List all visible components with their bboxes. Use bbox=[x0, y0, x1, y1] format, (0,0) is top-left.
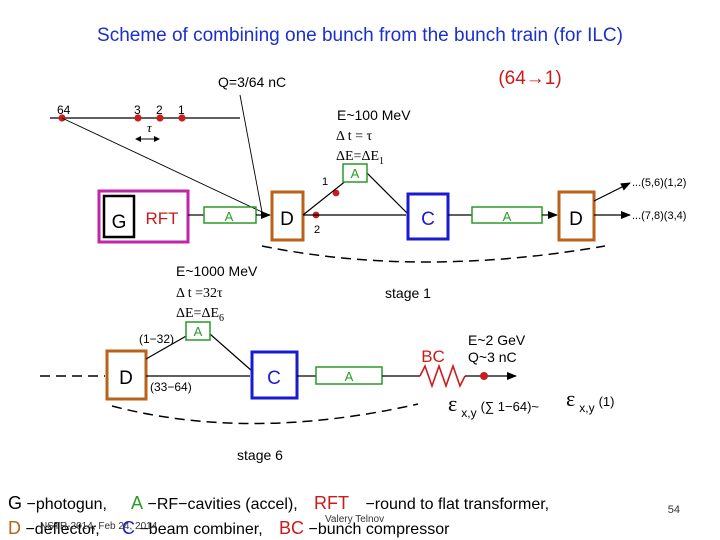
emittance-sum-arg: (∑ 1−64)~ bbox=[481, 399, 540, 414]
stage1-energy: E~100 MeV bbox=[337, 107, 411, 123]
slide-title: Scheme of combining one bunch from the b… bbox=[97, 25, 623, 46]
combiner-label-6: C bbox=[267, 368, 281, 389]
emittance-sum-sub: x,y bbox=[461, 406, 476, 420]
stage6-bottom-range: (33−64) bbox=[150, 380, 192, 394]
photogun-rft-box bbox=[97, 189, 190, 244]
deflector-label-1: D bbox=[280, 209, 294, 230]
bunch-label-1: 1 bbox=[178, 103, 185, 117]
stage-1: G RFT A D 1 2 A E~100 MeV Δ t = τ ΔE=ΔE1… bbox=[97, 107, 686, 301]
bunch-3 bbox=[134, 114, 142, 122]
stage6-delta-e-sub: 6 bbox=[219, 313, 224, 324]
deflector-label-2: D bbox=[569, 209, 583, 230]
deflector-box-3 bbox=[105, 349, 148, 401]
footer-page-number: 54 bbox=[668, 504, 680, 516]
stage1-delta-t: Δ t = τ bbox=[336, 129, 373, 144]
legend-rft: RFT −round to flat transformer, bbox=[314, 493, 549, 513]
emittance-sum: ε x,y (∑ 1−64)~ bbox=[448, 391, 539, 421]
legend-bc: BC −bunch compressor bbox=[279, 518, 450, 538]
bunch-charge: Q=3/64 nC bbox=[218, 74, 286, 90]
final-bunch bbox=[480, 372, 488, 380]
legend-g-text: −photogun, bbox=[26, 496, 107, 513]
accel-label-2: A bbox=[503, 209, 512, 224]
emittance-single-symbol: ε bbox=[566, 386, 575, 411]
accel-box-upper bbox=[342, 163, 368, 183]
legend-rft-key: RFT bbox=[314, 493, 349, 513]
combiner-box-6 bbox=[250, 350, 299, 400]
combining-ratio: (64→1) bbox=[498, 68, 561, 89]
legend-rft-text: −round to flat transformer, bbox=[365, 496, 549, 513]
stage6-top-range: (1−32) bbox=[139, 332, 174, 346]
accel-label-1: A bbox=[225, 209, 234, 224]
legend-a-text: −RF−cavities (accel), bbox=[147, 496, 297, 513]
bunch-2 bbox=[156, 114, 164, 122]
path-1-bunch bbox=[332, 189, 340, 197]
emittance-sum-symbol: ε bbox=[448, 391, 457, 416]
bunch-label-64: 64 bbox=[57, 103, 71, 117]
stage6-delta-t: Δ t =32τ bbox=[176, 286, 223, 301]
accel-label-stage6-upper: A bbox=[194, 324, 203, 339]
combiner-box-1 bbox=[406, 192, 450, 241]
stage-6: E~1000 MeV Δ t =32τ ΔE=ΔE6 (1−32) (33−64… bbox=[40, 263, 614, 463]
legend-row-1: G −photogun, bbox=[8, 493, 107, 513]
bunch-label-3: 3 bbox=[134, 103, 141, 117]
output-arrow-upper bbox=[593, 182, 631, 202]
legend-g-key: G bbox=[8, 493, 22, 513]
output-upper-label: ...(5,6)(1,2) bbox=[632, 177, 686, 189]
legend-bc-text: −bunch compressor bbox=[308, 521, 450, 538]
zoom-line-left bbox=[61, 117, 263, 213]
path-2-label: 2 bbox=[314, 224, 320, 236]
rft-label: RFT bbox=[145, 209, 178, 228]
photogun-g-box bbox=[102, 194, 136, 239]
bunch-compressor-label: BC bbox=[421, 347, 445, 366]
legend-d-text: −deflector, bbox=[25, 521, 99, 538]
bunch-compressor-zigzag bbox=[419, 363, 466, 389]
final-charge: Q~3 nC bbox=[468, 349, 517, 365]
bunch-1 bbox=[178, 114, 186, 122]
bunch-spacing-tau: τ bbox=[147, 120, 153, 135]
accel-box-stage6-upper bbox=[185, 321, 211, 341]
stage6-label: stage 6 bbox=[237, 447, 283, 463]
footer-conference: NSTR-2014, Feb 24, 2014 bbox=[40, 521, 158, 532]
photogun-label: G bbox=[112, 212, 127, 233]
emittance-single-arg: (1) bbox=[599, 394, 615, 409]
stage1-delta-e-main: ΔE=ΔE bbox=[336, 149, 379, 164]
stage6-bracket bbox=[111, 403, 419, 425]
legend-c-key: C bbox=[122, 518, 135, 538]
stage1-label: stage 1 bbox=[385, 285, 431, 301]
stage1-delta-e-sub: 1 bbox=[379, 156, 384, 167]
emittance-single-sub: x,y bbox=[579, 401, 594, 415]
deflector-box-2 bbox=[557, 190, 596, 242]
zoom-line-right bbox=[239, 94, 263, 213]
deflector-label-3: D bbox=[119, 368, 133, 389]
stage6-delta-e: ΔE=ΔE6 bbox=[176, 306, 224, 324]
output-lower-label: ...(7,8)(3,4) bbox=[632, 210, 686, 222]
path-1-label: 1 bbox=[322, 176, 328, 188]
legend-bc-key: BC bbox=[279, 518, 304, 538]
stage1-bracket bbox=[261, 245, 606, 263]
stage6-delta-e-main: ΔE=ΔE bbox=[176, 306, 219, 321]
combiner-label-1: C bbox=[421, 209, 435, 230]
footer-author: Valery Telnov bbox=[325, 514, 384, 525]
legend-a: A −RF−cavities (accel), bbox=[131, 493, 298, 513]
legend-a-key: A bbox=[131, 493, 143, 513]
stage6-energy: E~1000 MeV bbox=[176, 263, 258, 279]
legend-c-text: −beam combiner, bbox=[139, 521, 262, 538]
legend: G −photogun, A −RF−cavities (accel), RFT… bbox=[8, 493, 549, 538]
legend-d: D −deflector, bbox=[8, 518, 100, 538]
stage1-delta-e: ΔE=ΔE1 bbox=[336, 149, 384, 167]
bunch-train-inset: 64 3 2 1 τ Q=3/64 nC bbox=[50, 74, 286, 213]
legend-d-key: D bbox=[8, 518, 21, 538]
accel-label-stage6: A bbox=[345, 369, 354, 384]
deflector-box-1 bbox=[270, 190, 305, 242]
final-energy: E~2 GeV bbox=[468, 332, 526, 348]
bunch-label-2: 2 bbox=[156, 103, 163, 117]
emittance-single: ε x,y (1) bbox=[566, 386, 614, 416]
legend-c: C −beam combiner, bbox=[122, 518, 263, 538]
accel-label-upper: A bbox=[351, 166, 360, 181]
